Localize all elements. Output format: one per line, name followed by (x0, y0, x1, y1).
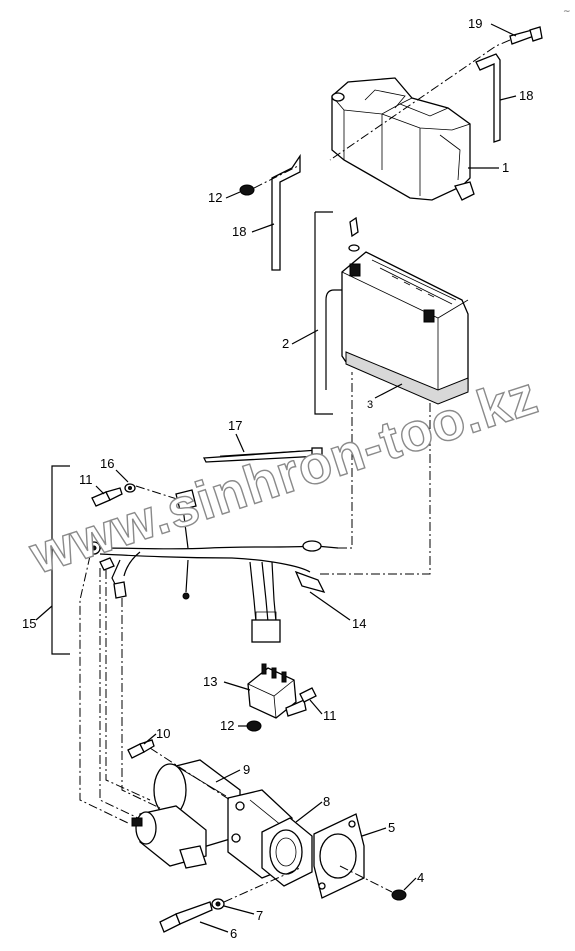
battery-j-rod (325, 289, 342, 390)
bracket-18-left (271, 153, 301, 271)
nut-12-relay (246, 720, 262, 732)
battery-hold-bolt (348, 216, 360, 252)
bolt-11-ground (91, 487, 123, 507)
bolt-10 (127, 739, 155, 759)
bracket-18-right (475, 53, 501, 143)
nut-4 (391, 889, 407, 901)
label-12-relay: 12 (220, 718, 234, 733)
corner-mark: ~ (563, 7, 571, 17)
label-18-right: 18 (519, 88, 533, 103)
label-3: 3 (367, 399, 373, 411)
washer-7 (211, 898, 225, 910)
nut-12-top (239, 184, 255, 196)
bolt-11-relay (299, 687, 317, 703)
label-1: 1 (502, 160, 509, 175)
label-14: 14 (352, 616, 366, 631)
cable-tie-17 (202, 447, 323, 463)
label-2: 2 (282, 336, 289, 351)
label-10: 10 (156, 726, 170, 741)
wiring-harness-14 (87, 489, 339, 643)
watermark: www.sinhron-too.kz (22, 365, 545, 586)
label-8: 8 (323, 794, 330, 809)
gasket-5 (313, 813, 365, 899)
relay-13 (247, 663, 307, 719)
label-17: 17 (228, 418, 242, 433)
label-16: 16 (100, 456, 114, 471)
label-11-relay: 11 (323, 708, 337, 723)
battery-cover-1 (331, 77, 475, 201)
label-15: 15 (22, 616, 36, 631)
label-7: 7 (256, 908, 263, 923)
label-13: 13 (203, 674, 217, 689)
label-6: 6 (230, 926, 237, 941)
starter-motor-9 (131, 759, 293, 879)
label-19: 19 (468, 16, 482, 31)
label-9: 9 (243, 762, 250, 777)
label-12-top: 12 (208, 190, 222, 205)
bolt-6 (159, 901, 213, 933)
washer-16 (124, 483, 136, 493)
label-5: 5 (388, 820, 395, 835)
label-18-left: 18 (232, 224, 246, 239)
bolt-19 (509, 26, 543, 45)
battery-3 (341, 251, 469, 405)
label-11-harness: 11 (79, 472, 93, 487)
label-4: 4 (417, 870, 424, 885)
flange-8 (261, 817, 313, 887)
